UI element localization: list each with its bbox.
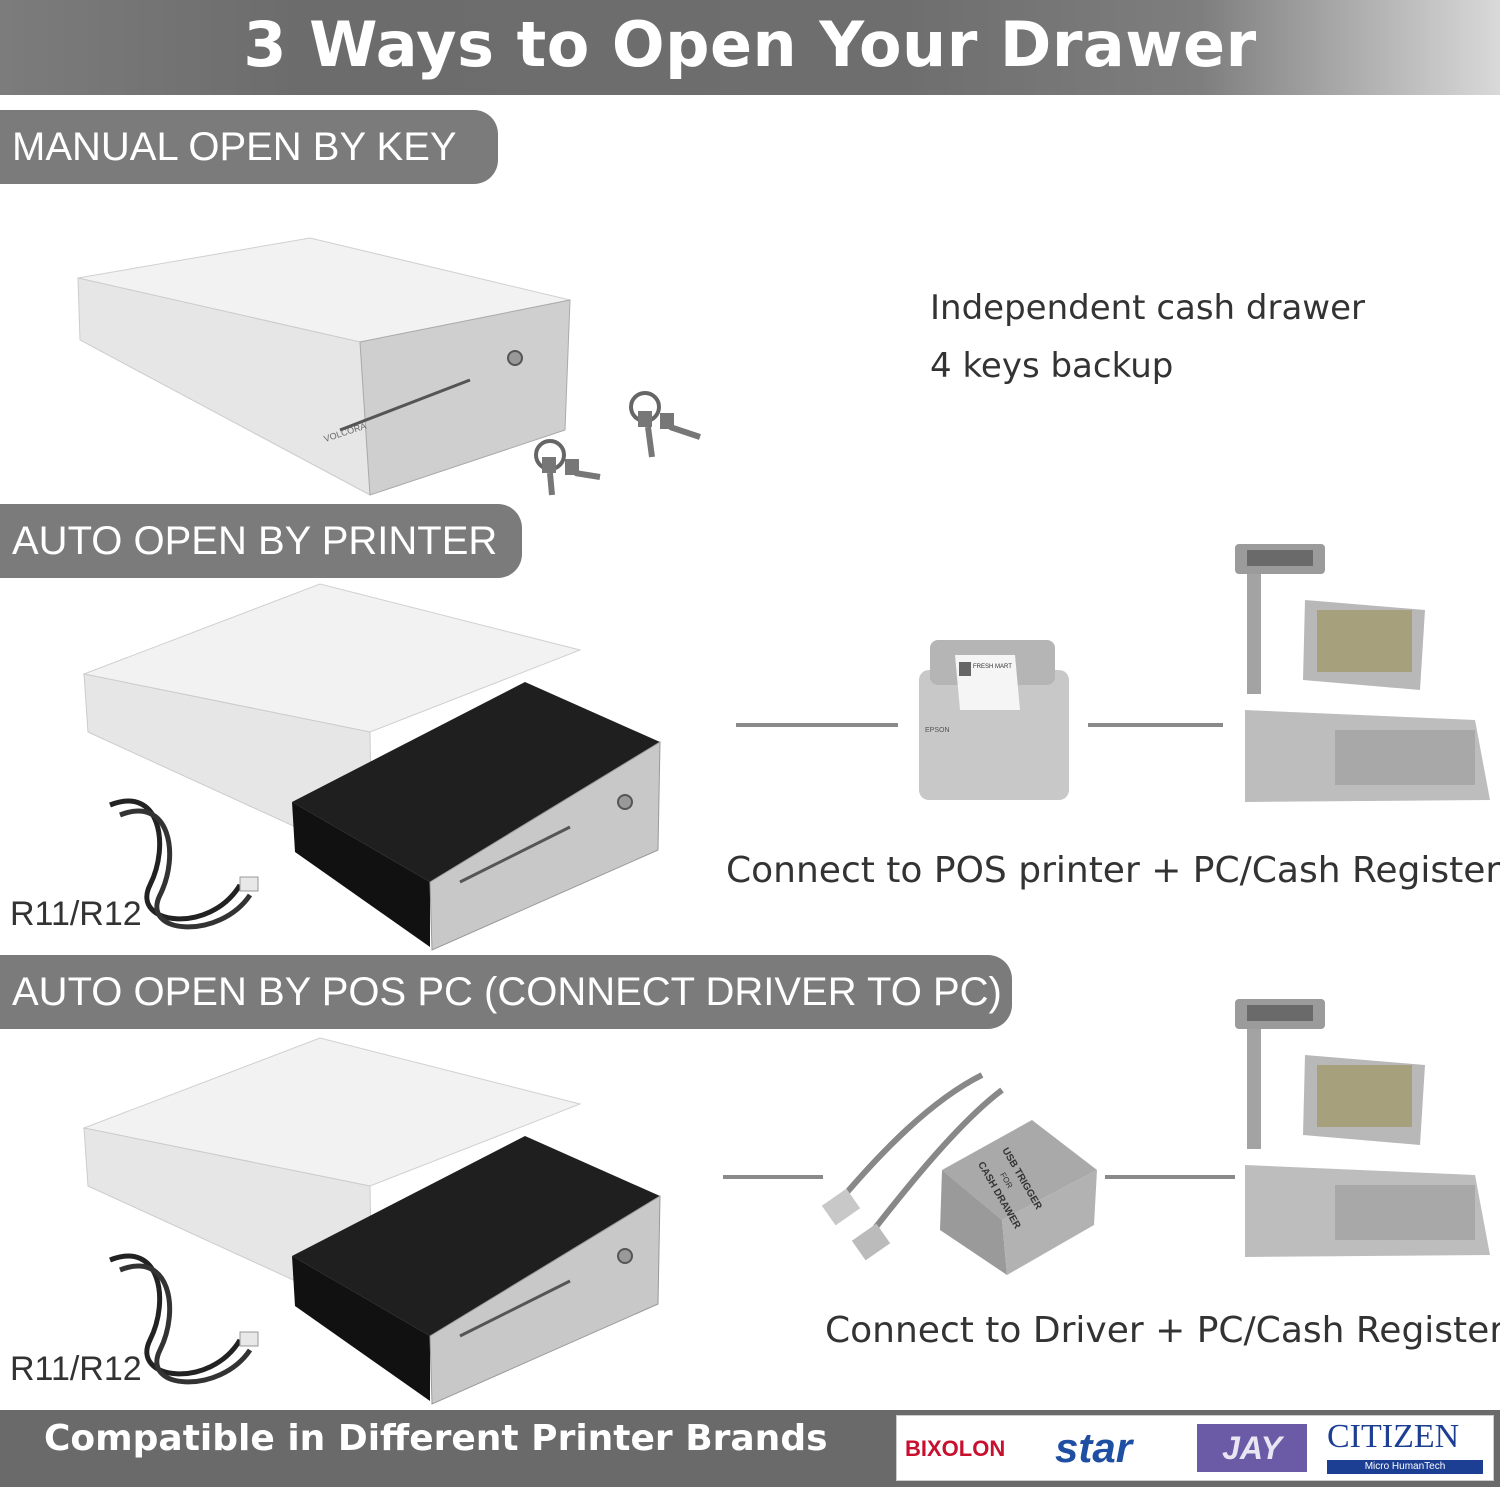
- printer-connection-caption: Connect to POS printer + PC/Cash Registe…: [726, 850, 1500, 891]
- rj11-cable-image-2: [109, 1253, 259, 1385]
- usb-trigger-image: USB TRIGGER FOR CASH DRAWER: [822, 1072, 1097, 1275]
- connector-line: [1105, 1175, 1235, 1179]
- open-drawer-image-2: [82, 1037, 661, 1405]
- keys-image: [534, 391, 701, 496]
- star-logo: star: [1055, 1424, 1133, 1471]
- printer-brand-text: EPSON: [925, 727, 950, 734]
- citizen-logo: CITIZEN: [1327, 1418, 1460, 1455]
- cable-label: R11/R12: [10, 895, 142, 933]
- footer-text: Compatible in Different Printer Brands: [44, 1418, 828, 1459]
- cable-label-2: R11/R12: [10, 1350, 142, 1388]
- connector-line: [723, 1175, 823, 1179]
- citizen-tagline: Micro HumanTech: [1327, 1460, 1483, 1474]
- rj11-cable-image: [109, 798, 259, 930]
- pos-terminal-image: [1235, 544, 1490, 802]
- jay-logo: JAY: [1197, 1424, 1307, 1472]
- receipt-text: FRESH MART: [973, 664, 1012, 670]
- receipt-printer-image: FRESH MART EPSON: [919, 640, 1069, 800]
- feature-line-1: Independent cash drawer: [930, 288, 1366, 328]
- section-heading-manual: MANUAL OPEN BY KEY: [0, 110, 498, 184]
- bixolon-logo: BIXOLON: [905, 1436, 1006, 1461]
- title-bar: [0, 0, 1500, 95]
- section-heading-pc: AUTO OPEN BY POS PC (CONNECT DRIVER TO P…: [0, 955, 1012, 1029]
- section-heading-printer: AUTO OPEN BY PRINTER: [0, 504, 522, 578]
- driver-connection-caption: Connect to Driver + PC/Cash Register: [825, 1310, 1500, 1351]
- connector-line: [736, 723, 898, 727]
- feature-line-2: 4 keys backup: [930, 346, 1174, 386]
- connector-line: [1088, 723, 1223, 727]
- pos-terminal-image-2: [1235, 999, 1490, 1257]
- closed-drawer-image: VOLCORA: [77, 237, 571, 496]
- page-title: 3 Ways to Open Your Drawer: [243, 8, 1257, 81]
- open-drawer-image: [82, 583, 661, 951]
- brand-logos: BIXOLON star JAY CITIZEN Micro HumanTech: [896, 1415, 1494, 1481]
